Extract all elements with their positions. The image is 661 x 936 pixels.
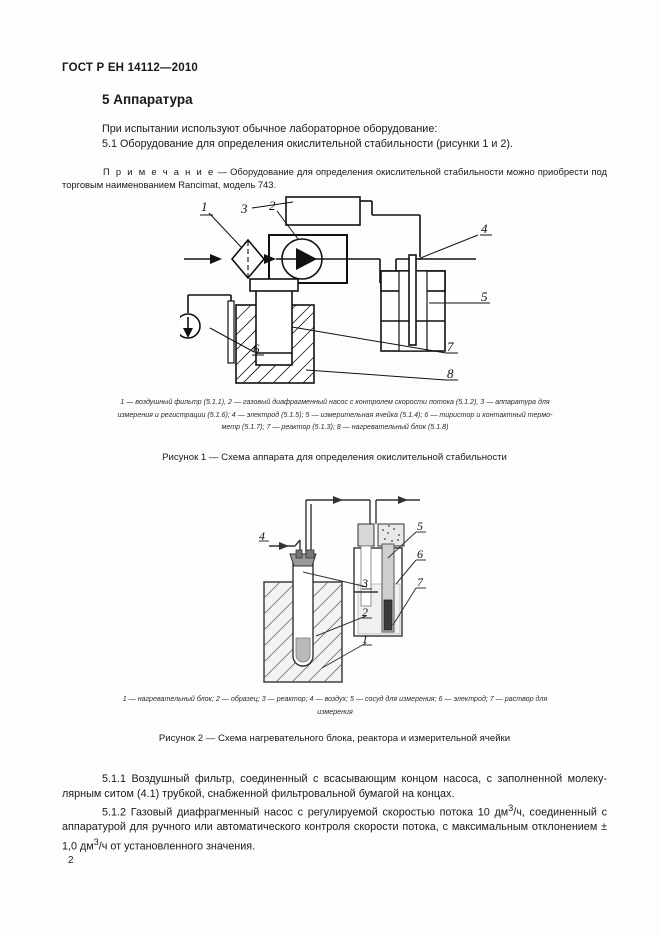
- note-paragraph: П р и м е ч а н и е — Оборудование для о…: [62, 165, 607, 191]
- figure2-label-1: 1: [362, 632, 368, 646]
- figure1-label-8: 8: [447, 366, 454, 381]
- clause-5-1-2-sup-1: 3: [508, 803, 514, 813]
- clause-5-1-2-part-e: /ч от установленного значения.: [98, 840, 256, 853]
- page-number: 2: [68, 855, 74, 866]
- figure1-label-2: 2: [269, 198, 276, 213]
- note-text: — Оборудование для определения окислител…: [62, 166, 607, 191]
- clause-5-1-paragraph: 5.1 Оборудование для определения окислит…: [102, 137, 513, 150]
- figure2-label-4: 4: [259, 529, 265, 543]
- page-title: 5 Аппаратура: [102, 92, 193, 107]
- intro-paragraph: При испытании используют обычное лаборат…: [102, 123, 438, 135]
- figure2-label-2: 2: [362, 605, 368, 619]
- figure1-label-1: 1: [201, 199, 208, 214]
- figure2-caption-line-1: 1 — нагревательный блок; 2 — образец; 3 …: [122, 695, 548, 703]
- note-block: П р и м е ч а н и е — Оборудование для о…: [62, 156, 607, 201]
- figure1-label-3: 3: [240, 201, 248, 216]
- figure2-label-7: 7: [417, 575, 424, 589]
- clause-5-1-2: 5.1.2 Газовый диафрагменный насос с регу…: [62, 801, 607, 854]
- clause-5-1-2-part-c: аппаратурой для ручного или автоматическ…: [62, 821, 598, 834]
- figure1-caption-line-2: измерения и регистрации (5.1.6); 4 — эле…: [117, 410, 553, 419]
- figure1-label-4: 4: [481, 221, 488, 236]
- clause-5-1-1: 5.1.1 Воздушный фильтр, соединенный с вс…: [62, 773, 607, 800]
- figure1-label-7: 7: [447, 339, 454, 354]
- figure-2-title: Рисунок 2 — Схема нагревательного блока,…: [158, 733, 511, 744]
- figure1-label-5: 5: [481, 289, 488, 304]
- clause-5-1-2-part-a: 5.1.2 Газовый диафрагменный насос с регу…: [102, 806, 509, 819]
- standard-header: ГОСТ Р ЕН 14112—2010: [62, 62, 199, 74]
- clause-5-1-2-part-b: /ч, соединенный с: [513, 806, 607, 819]
- clause-5-1-2-sup-2: 3: [93, 836, 99, 847]
- figure2-label-5: 5: [417, 519, 423, 533]
- figure1-caption-line-1: 1 — воздушный фильтр (5.1.1), 2 — газовы…: [120, 398, 550, 406]
- figure-2-caption: 1 — нагревательный блок; 2 — образец; 3 …: [75, 693, 595, 718]
- figure2-label-3: 3: [361, 576, 368, 590]
- figure-1-caption: 1 — воздушный фильтр (5.1.1), 2 — газовы…: [75, 396, 595, 434]
- figure2-label-6: 6: [417, 547, 423, 561]
- clause-5-1-1-block: 5.1.1 Воздушный фильтр, соединенный с вс…: [62, 772, 607, 801]
- figure1-label-6: 6: [253, 341, 260, 356]
- note-label: П р и м е ч а н и е: [102, 166, 215, 178]
- clause-5-1-2-block: 5.1.2 Газовый диафрагменный насос с регу…: [62, 801, 607, 854]
- figure1-caption-line-3: метр (5.1.7); 7 — реактор (5.1.3); 8 — н…: [221, 423, 449, 432]
- figure-1-diagram: 1 2 3 4 5 6 7 8: [180, 196, 492, 384]
- clause-5-1-2-part-d: ± 1,0 дм: [62, 821, 608, 853]
- section-intro-block: При испытании используют обычное лаборат…: [62, 122, 607, 151]
- figure-2-diagram: 4 3 2 1 5 6 7: [259, 496, 426, 683]
- figure2-caption-line-2: измерения: [317, 707, 353, 716]
- figure-1-title: Рисунок 1 — Схема аппарата для определен…: [162, 452, 507, 463]
